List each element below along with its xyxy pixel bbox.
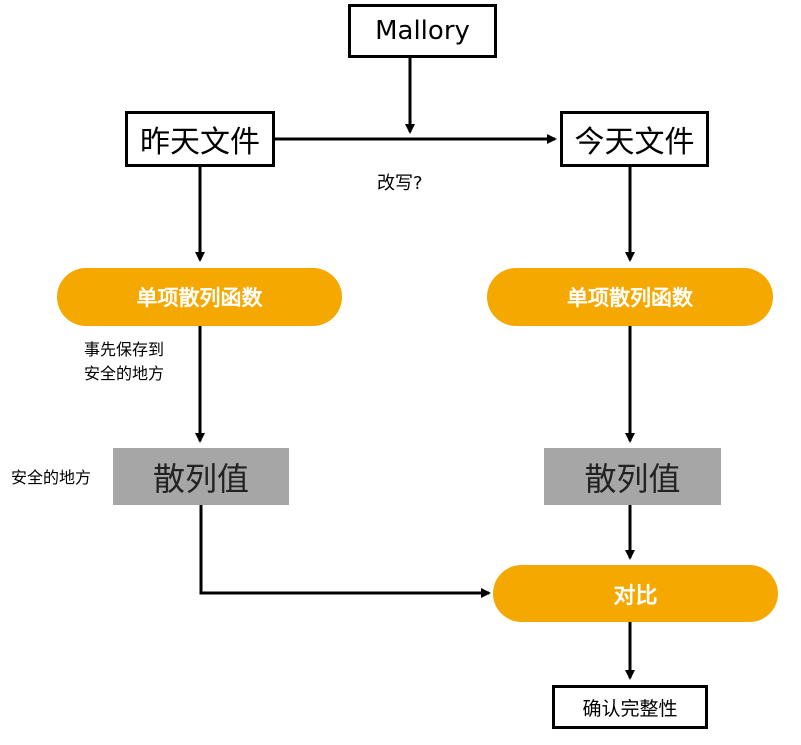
yesterday-file-label: 昨天文件 <box>140 125 260 160</box>
store-safe-label: 事先保存到 安全的地方 <box>84 338 164 386</box>
hash-value-left-node: 散列值 <box>113 448 289 505</box>
compare-label: 对比 <box>613 583 658 609</box>
confirm-integrity-node: 确认完整性 <box>552 685 708 729</box>
compare-node: 对比 <box>493 565 778 622</box>
hash-value-left-label: 散列值 <box>152 459 249 498</box>
hash-value-right-label: 散列值 <box>584 459 681 498</box>
today-file-label: 今天文件 <box>574 125 695 160</box>
safe-place-label: 安全的地方 <box>11 468 92 487</box>
hash-function-left-node: 单项散列函数 <box>57 268 342 326</box>
hash-function-right-label: 单项散列函数 <box>567 286 693 310</box>
store-safe-line2: 安全的地方 <box>84 364 165 383</box>
modify-label: 改写? <box>377 173 423 194</box>
confirm-integrity-label: 确认完整性 <box>582 697 678 720</box>
value-left-to-compare-arrow <box>199 505 491 598</box>
today-file-node: 今天文件 <box>560 111 709 167</box>
hash-function-left-label: 单项散列函数 <box>136 286 263 310</box>
mallory-node: Mallory <box>348 4 497 58</box>
hash-function-right-node: 单项散列函数 <box>487 268 773 326</box>
mallory-label: Mallory <box>375 16 470 46</box>
hash-value-right-node: 散列值 <box>544 448 721 505</box>
store-safe-line1: 事先保存到 <box>84 340 165 359</box>
yesterday-file-node: 昨天文件 <box>125 111 275 167</box>
